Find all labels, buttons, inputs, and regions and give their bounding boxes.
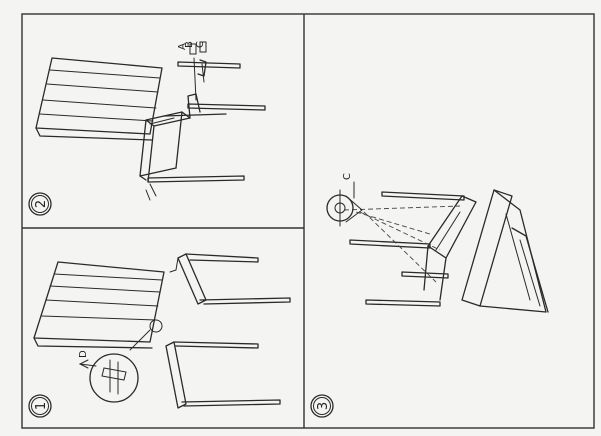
assembly-guides-step-3 <box>343 205 461 283</box>
step-1-badge: 1 <box>28 394 52 418</box>
step-2-badge: 2 <box>28 192 52 216</box>
part-label-c: C <box>195 41 206 48</box>
step-number-3: 3 <box>316 402 331 410</box>
part-label-c-step-3: C <box>342 173 353 180</box>
part-label-d: D <box>78 350 89 358</box>
chair-legs-step-2 <box>147 61 266 183</box>
step-1-panel: D 1 <box>28 253 291 418</box>
outer-border <box>21 13 595 429</box>
leg-frame-bottom-step-1 <box>165 341 281 409</box>
seat-frame-step-2 <box>139 93 201 183</box>
leg-frame-top-step-1 <box>169 253 291 305</box>
step-3-panel: C 3 <box>310 173 549 418</box>
chair-back-step-1 <box>33 261 165 349</box>
panel-frames <box>21 13 595 429</box>
step-2-panel: A B C 2 <box>28 41 266 216</box>
detail-callout-step-3 <box>326 181 363 227</box>
chair-legs-step-3 <box>349 191 465 307</box>
part-label-a: A <box>177 43 188 50</box>
part-label-b: B <box>184 41 195 48</box>
detail-callout-step-1 <box>78 319 163 403</box>
step-number-2: 2 <box>34 200 49 208</box>
screw-parts-step-2 <box>145 41 207 201</box>
chair-assembled-step-3 <box>423 189 549 313</box>
step-3-badge: 3 <box>310 394 334 418</box>
chair-back-step-2 <box>35 57 163 141</box>
step-number-1: 1 <box>34 402 49 410</box>
